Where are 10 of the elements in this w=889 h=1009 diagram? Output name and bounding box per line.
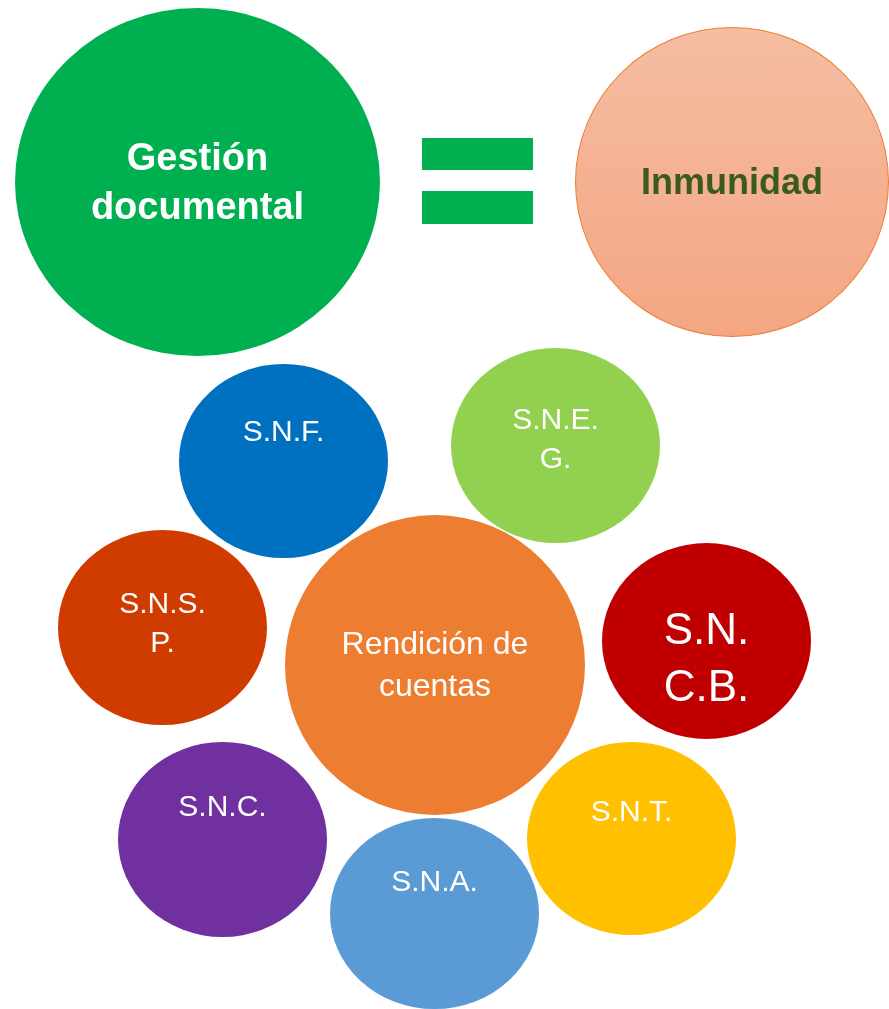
node-label: S.N. C.B.	[662, 602, 751, 712]
node-label: S.N.T.	[589, 792, 674, 829]
node-label: S.N.F.	[241, 412, 326, 449]
node-label: S.N.A.	[390, 862, 479, 899]
node-label: Rendición de cuentas	[340, 624, 530, 705]
node-label: Gestión documental	[89, 134, 306, 229]
node-label: Inmunidad	[640, 159, 824, 204]
node-label: S.N.E. G.	[511, 401, 600, 476]
node-label: S.N.C.	[177, 787, 268, 824]
node-label: S.N.S. P.	[118, 585, 207, 660]
